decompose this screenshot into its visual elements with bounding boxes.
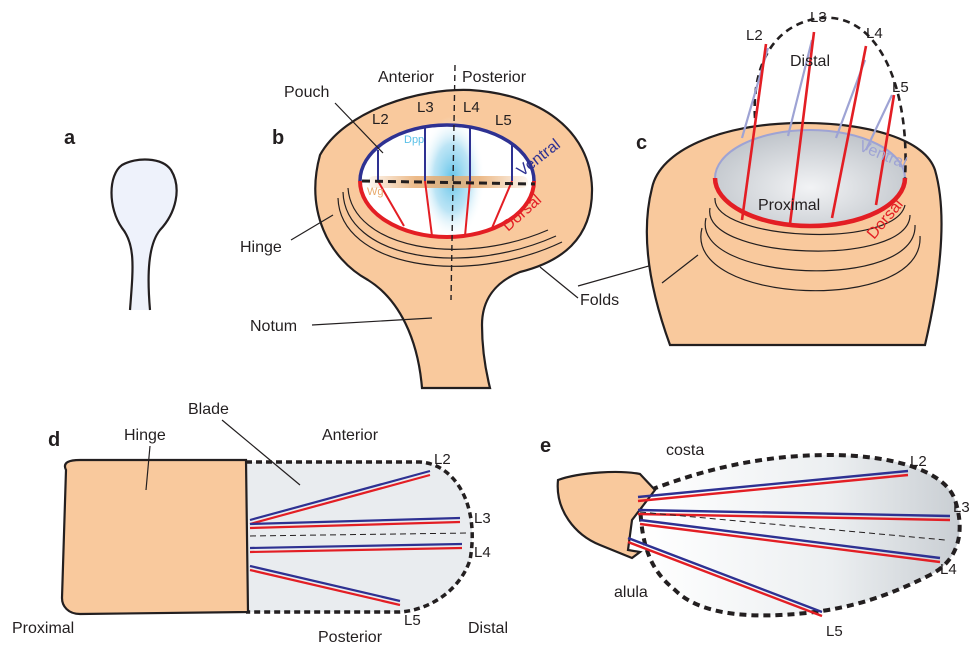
label-hinge-d: Hinge [124,427,166,444]
vein-label-l2: L2 [434,451,451,468]
label-distal-d: Distal [468,620,508,637]
vein-label-l3: L3 [810,9,827,26]
panel-d: d Hinge Blade Anterior Posterior Proxima… [12,401,508,646]
label-alula: alula [614,584,648,601]
vein-label-l2: L2 [372,111,389,128]
label-blade: Blade [188,401,229,418]
early-disc-shape [112,160,177,310]
panel-label-b: b [272,127,284,149]
vein-label-l3: L3 [417,99,434,116]
label-wg: Wg [367,186,384,198]
label-anterior-d: Anterior [322,427,379,444]
vein-label-l5: L5 [826,623,843,640]
vein-label-l5: L5 [495,112,512,129]
label-posterior-d: Posterior [318,629,383,646]
panel-b: b Anterior Posterior Pouch Hinge [240,65,695,388]
panel-e: e costa alula L2 L3 L4 L5 [540,435,970,640]
label-proximal: Proximal [758,197,820,214]
label-pouch: Pouch [284,84,329,101]
label-folds: Folds [580,292,619,309]
vein-label-l2: L2 [910,453,927,470]
label-dpp: Dpp [404,134,424,146]
vein-label-l4: L4 [940,561,957,578]
panel-label-c: c [636,132,647,154]
vein-label-l3: L3 [474,510,491,527]
blade-outline [246,462,472,612]
panel-a: a [64,127,177,310]
vein-label-l5: L5 [404,612,421,629]
label-notum: Notum [250,318,297,335]
vein-label-l3: L3 [953,499,970,516]
vein-label-l4: L4 [463,99,480,116]
label-costa: costa [666,442,704,459]
label-distal: Distal [790,53,830,70]
vein-label-l4: L4 [866,25,883,42]
wing-blade-outline [640,455,960,615]
vein-label-l5: L5 [892,79,909,96]
vein-label-l4: L4 [474,544,491,561]
panel-label-a: a [64,127,76,149]
label-posterior: Posterior [462,69,527,86]
hinge-block [62,460,248,614]
label-hinge: Hinge [240,239,282,256]
panel-label-d: d [48,429,60,451]
panel-c: c Distal Proximal Ventral Dorsal [636,9,942,345]
label-proximal-d: Proximal [12,620,74,637]
label-anterior: Anterior [378,69,435,86]
leader-folds-b [540,267,578,298]
vein-label-l2: L2 [746,27,763,44]
panel-label-e: e [540,435,551,457]
